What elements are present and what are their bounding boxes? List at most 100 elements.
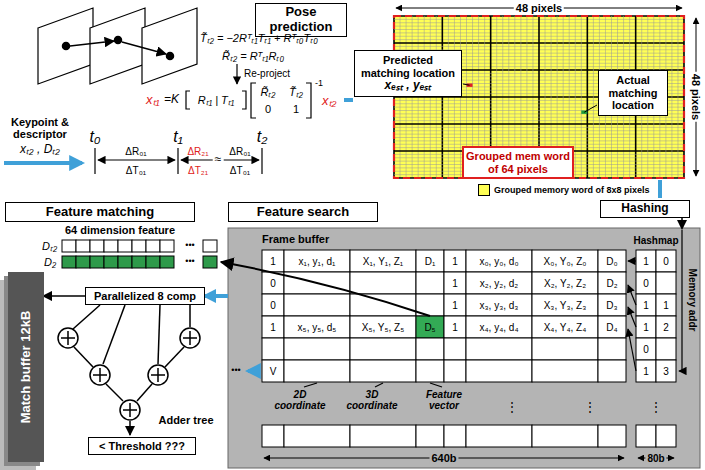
label-text: 1 <box>452 322 458 333</box>
label-text: ⋮ <box>506 401 518 414</box>
frame-buffer-table <box>532 250 598 272</box>
frame-buffer-table <box>598 294 626 316</box>
box-text: Grouped mem word of 64 pixels <box>466 150 570 175</box>
frame-buffer-table <box>284 294 350 316</box>
label-text: D₃ <box>606 300 617 311</box>
frame-buffer-table <box>636 360 656 382</box>
adder-tree <box>129 421 131 435</box>
feature-bars <box>90 256 104 268</box>
label-text: 48 pixels <box>514 2 564 14</box>
connector-arrow <box>205 294 228 298</box>
box-text: Feature search <box>257 205 350 220</box>
label-text: X₃, Y₃, Z₃ <box>544 300 587 311</box>
feature-bars <box>132 240 146 252</box>
labeled-box: Match buffer 12kB <box>8 272 44 462</box>
label-text: ••• <box>229 366 242 376</box>
label-text: 1 <box>270 256 276 267</box>
label-text: 1 <box>663 300 669 311</box>
frame-buffer-table <box>598 250 626 272</box>
feature-bars <box>104 256 118 268</box>
labeled-box: Pose prediction <box>255 3 347 37</box>
adder-tree <box>189 305 191 327</box>
pixel-grid <box>584 105 597 112</box>
pointer-arrows <box>304 383 317 387</box>
adder-tree <box>58 328 200 420</box>
label-text: T̃ₜ₂ = −2Rᵀₜ₁Tₜ₁ + Rᵀₜ₀Tₜ₀ <box>200 32 318 44</box>
frame-buffer-table <box>416 250 444 272</box>
frame-buffer-table <box>350 250 416 272</box>
label-text: 0 <box>643 278 649 289</box>
label-text: Adder tree <box>158 414 213 426</box>
label-text: ΔT₂₁ <box>188 165 208 176</box>
label-text: xₜ₂ , Dₜ₂ <box>20 143 60 156</box>
adder-tree <box>137 384 152 401</box>
label-text: 640b <box>429 452 458 464</box>
label-text: -1 <box>315 79 323 89</box>
feature-bars <box>62 240 76 252</box>
label-text: 0 <box>663 256 669 267</box>
pointer-arrows <box>221 230 682 387</box>
pixel-grid <box>575 16 576 178</box>
labeled-box: Parallelized 8 comp <box>85 287 205 305</box>
frame-buffer-table <box>636 250 656 272</box>
label-text: 1 <box>293 103 299 115</box>
keypoint-track <box>122 42 166 54</box>
pixel-grid <box>394 127 684 128</box>
box-text: Frame buffer <box>262 233 329 246</box>
adder-tree <box>73 305 100 329</box>
label-text: 80b <box>645 453 666 464</box>
label-text: 1 <box>452 300 458 311</box>
label-text: 0 <box>270 300 276 311</box>
keypoint-track <box>70 41 114 46</box>
frame-buffer-table <box>466 360 532 382</box>
frame-buffer-table <box>444 360 466 382</box>
feature-bars <box>160 240 174 252</box>
connector-arrow <box>681 218 683 228</box>
timeline <box>94 148 95 174</box>
adder-tree <box>165 347 184 367</box>
pixel-grid <box>394 134 684 135</box>
frame-buffer-table <box>532 316 598 338</box>
feature-bars <box>146 240 160 252</box>
pointer-arrows <box>679 230 682 371</box>
frame-buffer-table <box>656 360 676 382</box>
label-text: X₅, Y₅, Z₅ <box>362 322 404 333</box>
label-text: R̃ₜ₂ = Rᵀₜ₁Rₜ₀ <box>222 50 284 62</box>
pixel-grid <box>394 140 684 141</box>
box-text: Match buffer 12kB <box>19 311 34 424</box>
label-text: ΔR₂₁ <box>187 146 208 157</box>
keypoint-track <box>115 37 122 44</box>
frame-buffer-table <box>416 425 444 447</box>
frame-buffer-table <box>466 272 532 294</box>
label-text: 1 <box>452 278 458 289</box>
frame-buffer-table <box>656 272 676 294</box>
box-text: Feature matching <box>46 205 154 220</box>
frame-buffer-table <box>532 360 598 382</box>
frame-buffer-table <box>444 425 466 447</box>
labeled-box: Feature matching <box>5 202 195 222</box>
connector-arrow <box>44 295 85 297</box>
frame-buffer-table <box>350 294 416 316</box>
label-text: x₄, y₄, d₄ <box>480 322 519 333</box>
box-text: Actual matching location <box>602 74 664 112</box>
label-text: 1 <box>643 300 649 311</box>
frame-buffer-table <box>466 294 532 316</box>
frame-buffer-table <box>598 338 626 360</box>
label-text: 0 <box>265 103 271 115</box>
label-text: x₂, y₂, d₂ <box>480 278 518 289</box>
label-text: 64 dimension feature <box>65 224 175 236</box>
label-text: 1 <box>643 256 649 267</box>
frame-buffer-table <box>262 272 284 294</box>
label-text: x₅, y₅, d₅ <box>298 322 337 333</box>
frame-buffer-table <box>262 250 284 272</box>
timeline <box>177 148 178 174</box>
feature-bars <box>146 256 160 268</box>
frame-buffer-table <box>416 316 444 338</box>
adder-tree <box>74 347 93 367</box>
frame-buffer-table <box>444 316 466 338</box>
pointer-arrows <box>430 383 442 387</box>
pointer-arrows <box>221 262 430 316</box>
label-text: t₀ <box>89 128 100 146</box>
label-text: Feature vector <box>414 389 474 411</box>
label-text: x₀, y₀, d₀ <box>479 256 518 267</box>
